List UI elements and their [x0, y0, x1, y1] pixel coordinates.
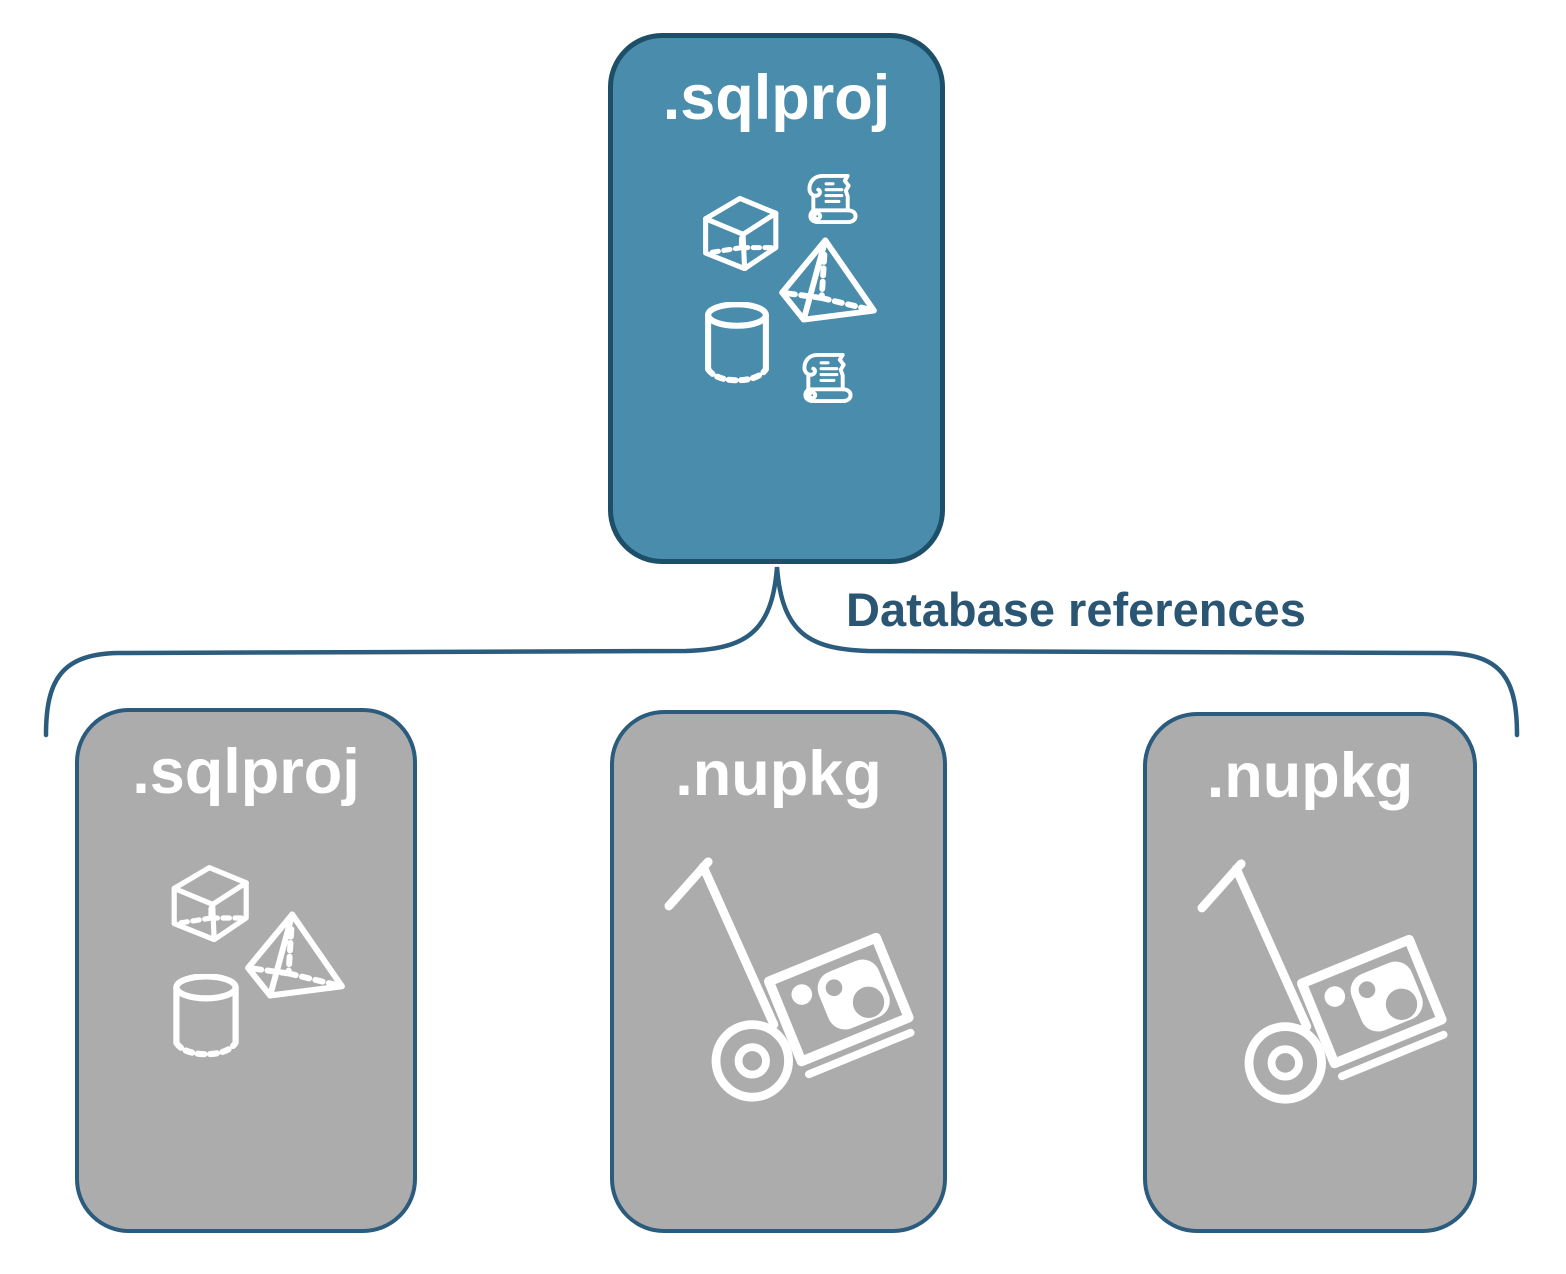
node-root-sqlproj: .sqlproj	[608, 33, 945, 564]
cube-icon	[167, 862, 255, 942]
cylinder-icon	[172, 974, 240, 1058]
node-child-sqlproj: .sqlproj	[75, 708, 417, 1233]
pyramid-icon	[778, 235, 878, 325]
node-child-nupkg-2: .nupkg	[1143, 712, 1477, 1233]
handtruck-package-icon	[664, 854, 919, 1105]
cylinder-icon	[703, 302, 771, 384]
node-title: .sqlproj	[662, 63, 891, 133]
handtruck-package-icon	[1197, 856, 1452, 1107]
node-child-nupkg-1: .nupkg	[610, 710, 947, 1233]
scroll-icon	[801, 171, 863, 226]
node-title: .nupkg	[675, 739, 882, 809]
pyramid-icon	[244, 909, 346, 1001]
cube-icon	[698, 193, 785, 271]
edge-label: Database references	[846, 583, 1306, 636]
node-title: .sqlproj	[132, 737, 360, 807]
node-title: .nupkg	[1206, 741, 1414, 811]
scroll-icon	[796, 350, 858, 405]
